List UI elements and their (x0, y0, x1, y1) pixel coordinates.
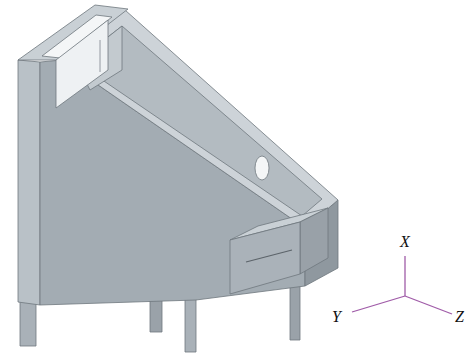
axis-line (352, 296, 405, 312)
slot (246, 250, 292, 262)
slot (100, 40, 101, 72)
box-front (230, 222, 300, 294)
leg (185, 296, 196, 352)
hole (255, 156, 269, 180)
side-edge (18, 60, 40, 305)
axis-line (405, 296, 452, 314)
axis-label: X (400, 234, 410, 250)
window-opening (56, 20, 108, 108)
leg (290, 285, 300, 340)
axis-label: Y (332, 309, 341, 325)
box-side (300, 208, 328, 274)
leg (150, 298, 162, 332)
axis-line (404, 256, 405, 296)
interior-wall (76, 26, 322, 216)
axis-label: Z (455, 309, 464, 325)
leg (20, 300, 36, 346)
